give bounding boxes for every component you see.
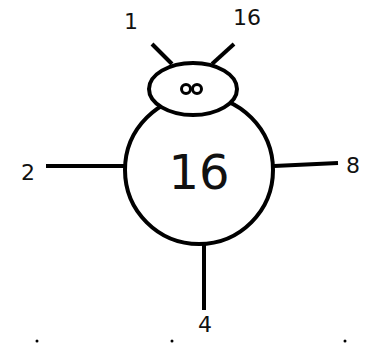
factor-number: 8	[346, 155, 360, 177]
factor-number: 16	[233, 7, 261, 29]
antenna	[212, 44, 234, 64]
leg	[274, 163, 338, 166]
factor-number: 4	[198, 314, 212, 336]
body-number: 16	[168, 148, 229, 196]
dot	[344, 340, 347, 343]
dot	[171, 340, 174, 343]
factor-number: 2	[21, 162, 35, 184]
body-circle: 16	[123, 94, 275, 246]
factor-number: 1	[124, 11, 138, 33]
dot	[36, 340, 39, 343]
antenna	[152, 44, 172, 64]
leg	[46, 164, 124, 168]
leg	[202, 244, 206, 310]
